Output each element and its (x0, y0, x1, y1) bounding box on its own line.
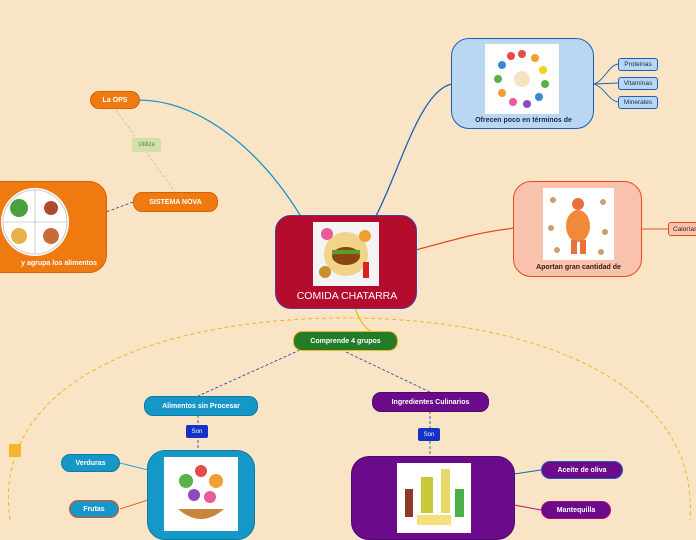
connector-verduras (119, 462, 149, 471)
clasifica-node[interactable]: y agrupa los alimentos (0, 181, 107, 273)
group-boundary (7, 317, 691, 520)
nutrient-proteinas[interactable]: Proteinas (618, 58, 658, 71)
connector-ofrecen (374, 83, 453, 219)
ofrecen-label: Ofrecen poco en términos de (475, 116, 572, 124)
nutrient-minerales[interactable]: Minerales (618, 96, 658, 109)
woman-with-food-image (543, 188, 614, 260)
connector-comprende (354, 307, 373, 333)
central-topic[interactable]: COMIDA CHATARRA (275, 215, 417, 309)
connector-aceite (513, 469, 542, 475)
connector-ops (137, 99, 301, 216)
item-frutas[interactable]: Frutas (69, 500, 119, 518)
utiliza-label[interactable]: Utiliza (132, 138, 161, 152)
oils-image (397, 463, 471, 533)
connector-proteinas (593, 63, 619, 85)
plate-image (1, 188, 69, 256)
aportan-node[interactable]: Aportan gran cantidad de (513, 181, 642, 277)
sin-procesar-box[interactable] (147, 450, 255, 540)
connector-clasifica (105, 201, 134, 213)
clasifica-label: y agrupa los alimentos (21, 259, 97, 267)
sistema-nova-node[interactable]: SISTEMA NOVA (133, 192, 218, 212)
central-title: COMIDA CHATARRA (296, 290, 398, 302)
connector-minerales (593, 83, 619, 103)
ops-node[interactable]: La OPS (90, 91, 140, 109)
calorias-node[interactable]: Calorías (668, 222, 696, 236)
connector-mantequilla (513, 504, 542, 511)
junk-food-image (313, 222, 379, 286)
item-verduras[interactable]: Verduras (61, 454, 120, 472)
ofrecen-node[interactable]: Ofrecen poco en términos de (451, 38, 594, 129)
son-label-1[interactable]: Son (186, 425, 208, 438)
son-label-2[interactable]: Son (418, 428, 440, 441)
note-icon[interactable] (9, 444, 21, 457)
connector-vitaminas (593, 82, 619, 85)
connector-sin-procesar (197, 349, 301, 397)
item-mantequilla[interactable]: Mantequilla (541, 501, 611, 519)
connector-aportan (415, 227, 516, 251)
connector-culinarios (345, 351, 433, 394)
item-aceite[interactable]: Aceite de oliva (541, 461, 623, 479)
culinarios-box[interactable] (351, 456, 515, 540)
vitamins-image (485, 44, 559, 114)
comprende-node[interactable]: Comprende 4 grupos (293, 331, 398, 351)
aportan-label: Aportan gran cantidad de (536, 263, 621, 271)
sin-procesar-node[interactable]: Alimentos sin Procesar (144, 396, 258, 416)
fruits-vegetables-image (164, 457, 238, 531)
culinarios-node[interactable]: Ingredientes Culinarios (372, 392, 489, 412)
connector-frutas (119, 499, 149, 510)
nutrient-vitaminas[interactable]: Vitaminas (618, 77, 658, 90)
